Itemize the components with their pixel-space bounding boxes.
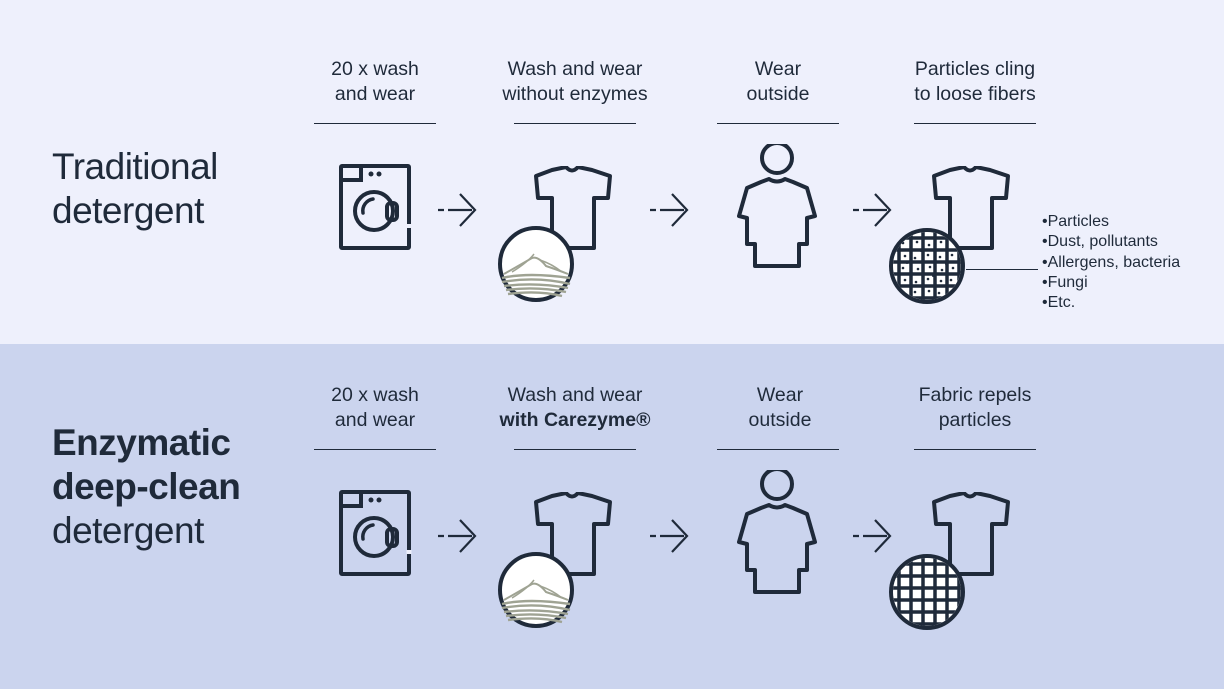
list-item: Fungi — [1042, 273, 1180, 293]
step-label-particles-cling: Particles cling to loose fibers — [914, 58, 1036, 105]
divider — [514, 123, 636, 124]
row-title-enzymatic: Enzymatic deep-clean detergent — [52, 421, 241, 553]
list-item: Etc. — [1042, 293, 1180, 313]
row-title-line: detergent — [52, 510, 204, 551]
arrow-right-icon — [438, 192, 477, 228]
dirty-fabric-magnifier-icon — [889, 228, 969, 308]
list-item: Dust, pollutants — [1042, 232, 1180, 252]
row-title-line: Enzymatic — [52, 422, 231, 463]
step-label-wash-without-enzymes: Wash and wear without enzymes — [502, 58, 648, 105]
step-label-wash-cycles: 20 x wash and wear — [331, 384, 419, 431]
row-title-line: deep-clean — [52, 466, 241, 507]
divider — [717, 449, 839, 450]
clean-fabric-magnifier-icon — [889, 554, 969, 634]
divider — [314, 123, 436, 124]
arrow-right-icon — [650, 518, 689, 554]
fiber-magnifier-icon — [498, 226, 574, 302]
particle-list: Particles Dust, pollutants Allergens, ba… — [1042, 212, 1181, 313]
divider — [514, 449, 636, 450]
step-label-wash-with-carezyme: Wash and wear with Carezyme® — [499, 384, 651, 431]
callout-line — [966, 269, 1038, 270]
row-title-traditional: Traditional detergent — [52, 145, 218, 233]
divider — [717, 123, 839, 124]
arrow-right-icon — [853, 192, 892, 228]
person-wearing-tshirt-icon — [737, 470, 817, 594]
washing-machine-icon — [339, 490, 413, 578]
row-title-line: Traditional — [52, 146, 218, 187]
divider — [914, 449, 1036, 450]
step-label-wear-outside: Wear outside — [748, 384, 812, 431]
step-label-fabric-repels: Fabric repels particles — [918, 384, 1032, 431]
washing-machine-icon — [339, 164, 413, 252]
step-label-wash-cycles: 20 x wash and wear — [331, 58, 419, 105]
arrow-right-icon — [438, 518, 477, 554]
arrow-right-icon — [853, 518, 892, 554]
arrow-right-icon — [650, 192, 689, 228]
list-item: Allergens, bacteria — [1042, 253, 1181, 273]
row-title-line: detergent — [52, 190, 204, 231]
divider — [314, 449, 436, 450]
person-wearing-tshirt-icon — [737, 144, 817, 268]
fiber-magnifier-icon — [498, 552, 574, 628]
list-item: Particles — [1042, 212, 1180, 232]
step-label-wear-outside: Wear outside — [746, 58, 810, 105]
enzymatic-detergent-section: Enzymatic deep-clean detergent 20 x wash… — [0, 344, 1224, 689]
traditional-detergent-section: Traditional detergent 20 x wash and wear… — [0, 0, 1224, 344]
divider — [914, 123, 1036, 124]
